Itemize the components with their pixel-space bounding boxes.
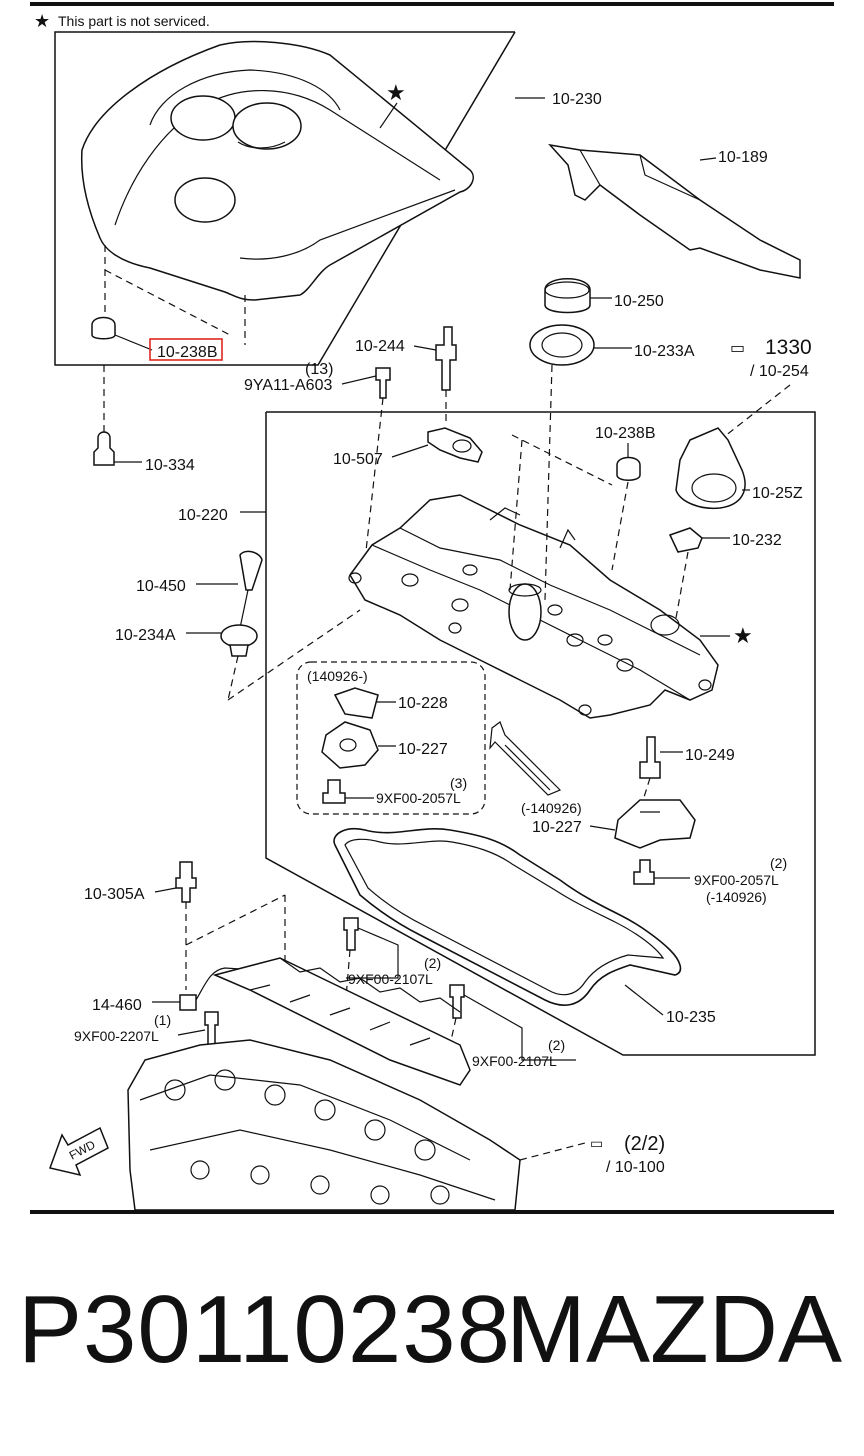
label-1330: 1330 [765, 336, 812, 359]
exploded-parts-diagram: ★ This part is not serviced. ★ 10-230 10… [30, 2, 834, 1214]
bolt-10-305A [175, 861, 197, 903]
camshaft-cap-plate [212, 957, 471, 1086]
label-10-25Z: 10-25Z [752, 485, 803, 502]
stud-bolt-10-244 [435, 326, 457, 391]
bolt-9XF00-2107L-b [449, 984, 465, 1019]
cover-10-227a [321, 721, 379, 769]
label-140926-until: (-140926) [521, 800, 582, 816]
label-10-334: 10-334 [145, 457, 195, 474]
cylinder-head-cover [348, 494, 719, 719]
bolt-9XF00-2057L-b [633, 859, 655, 885]
label-9XF00-2107L-b: 9XF00-2107L [472, 1053, 557, 1069]
dipstick-10-450 [239, 550, 263, 591]
bolt-9XF00-2107L-a [343, 917, 359, 951]
variant-box [296, 661, 486, 815]
label-10-189: 10-189 [718, 149, 768, 166]
label-10-234A: 10-234A [115, 627, 176, 644]
label-10-100: / 10-100 [606, 1159, 665, 1176]
note-star-icon: ★ [34, 11, 50, 31]
seal-10-234A [220, 624, 258, 648]
engine-cover-group: ★ [54, 31, 545, 366]
label-10-244: 10-244 [355, 338, 405, 355]
label-10-250: 10-250 [614, 293, 664, 310]
label-140926-from: (140926-) [307, 668, 368, 684]
label-10-227-b: 10-227 [532, 819, 582, 836]
label-14-460: 14-460 [92, 997, 142, 1014]
oil-filler-cap [544, 278, 591, 314]
label-10-230: 10-230 [552, 91, 602, 108]
direction-arrow [489, 721, 562, 796]
reference-icon: ▭ [730, 340, 745, 357]
label-2-b: (2) [424, 955, 441, 971]
label-2-c: (2) [548, 1037, 565, 1053]
pcv-separator-10-25Z [675, 427, 746, 510]
label-10-227-a: 10-227 [398, 741, 448, 758]
label-9XF00-2207L: 9XF00-2207L [74, 1028, 159, 1044]
grommet-238B [91, 316, 116, 340]
seal-10-233A [529, 324, 595, 366]
highlight-box [149, 338, 223, 361]
label-2-a: (2) [770, 855, 787, 871]
star-icon-2: ★ [733, 623, 753, 648]
grommet-10-238B [616, 456, 641, 481]
label-10-232: 10-232 [732, 532, 782, 549]
bolt-9YA11-A603 [375, 367, 391, 399]
bolt-9XF00-2057L-a [322, 779, 346, 804]
label-9XF00-2057L-b: 9XF00-2057L [694, 872, 779, 888]
label-9XF00-2107L-a: 9XF00-2107L [348, 971, 433, 987]
part-number: P30110238 [18, 1276, 512, 1383]
label-10-238B: 10-238B [595, 425, 656, 442]
bolt-9XF00-2207L [204, 1011, 219, 1046]
label-10-507: 10-507 [333, 451, 383, 468]
head-cover-gasket-10-235 [333, 827, 682, 1006]
label-2of2: (2/2) [624, 1133, 665, 1155]
gasket-10-507 [427, 427, 483, 463]
label-9YA11-A603: 9YA11-A603 [244, 377, 332, 394]
bolt-10-249 [639, 736, 661, 779]
label-10-233A: 10-233A [634, 343, 695, 360]
gasket-10-232 [668, 527, 703, 553]
reference-icon-2: ▭ [590, 1135, 603, 1151]
brand-name: MAZDA [506, 1276, 842, 1383]
label-10-249: 10-249 [685, 747, 735, 764]
gasket-10-228 [333, 687, 379, 719]
label-10-305A: 10-305A [84, 886, 145, 903]
label-10-235: 10-235 [666, 1009, 716, 1026]
top-rule [30, 2, 834, 6]
label-10-450: 10-450 [136, 578, 186, 595]
label-140926-until-b: (-140926) [706, 889, 767, 905]
label-10-220: 10-220 [178, 507, 228, 524]
label-10-228: 10-228 [398, 695, 448, 712]
label-10-238B-highlighted: 10-238B [157, 344, 218, 361]
bottom-rule [30, 1210, 834, 1214]
fwd-arrow-icon [49, 1126, 109, 1177]
label-1: (1) [154, 1012, 171, 1028]
cover-10-227b [614, 799, 696, 849]
label-10-254: / 10-254 [750, 363, 809, 380]
bracket-10-189 [548, 143, 801, 279]
cylinder-head [127, 1039, 521, 1211]
note-text: This part is not serviced. [58, 13, 210, 29]
stud-10-334 [93, 431, 115, 466]
part-14-460 [179, 994, 197, 1011]
label-9XF00-2057L-a: 9XF00-2057L [376, 790, 461, 806]
label-13: (13) [305, 361, 333, 378]
label-3: (3) [450, 775, 467, 791]
star-icon: ★ [386, 80, 406, 105]
